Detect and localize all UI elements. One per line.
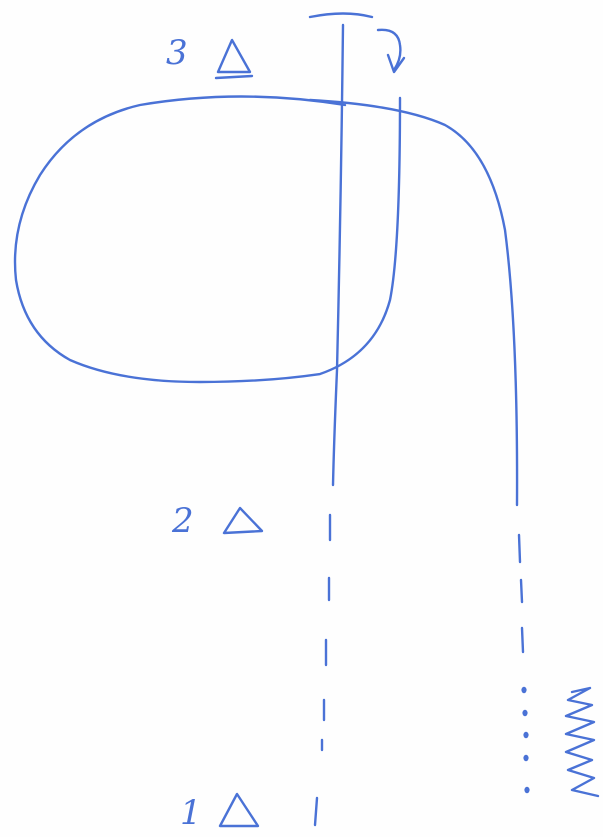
dash-segment	[519, 535, 520, 562]
dot-marker	[522, 710, 527, 716]
triangle-icon	[224, 508, 262, 533]
outer-track-dashes	[519, 535, 523, 652]
stop-1-number: 1	[180, 796, 202, 830]
stop-2-number: 2	[172, 504, 194, 538]
dash-segment	[521, 580, 522, 602]
dash-segment	[522, 628, 523, 652]
dot-marker	[524, 787, 529, 793]
triangle-icon	[216, 40, 252, 78]
stop-3-number: 3	[166, 36, 188, 70]
dot-marker	[521, 687, 526, 693]
curved-down-arrow-icon	[378, 30, 404, 72]
dash-segment	[315, 798, 317, 825]
dot-marker	[523, 755, 528, 761]
main-vertical-track	[333, 25, 343, 485]
main-track-dashes	[315, 515, 330, 825]
dot-marker	[523, 732, 528, 738]
outer-track-dots	[521, 687, 529, 793]
zigzag-spring-icon	[566, 688, 598, 796]
top-bracket-line	[310, 14, 372, 18]
triangle-icon	[220, 794, 258, 826]
